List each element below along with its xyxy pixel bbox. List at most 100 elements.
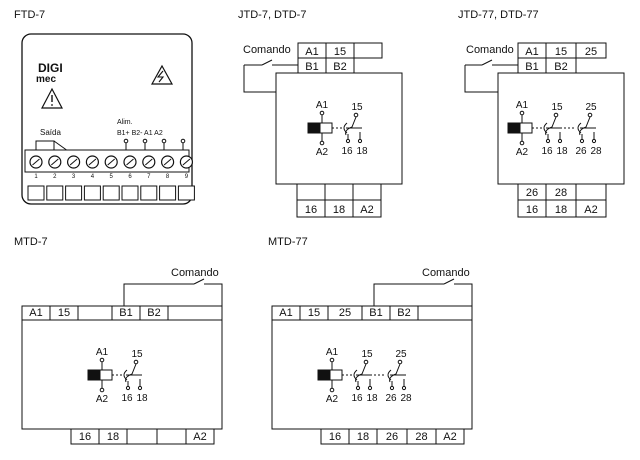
- contact-blade: [579, 116, 591, 136]
- title-mtd77: MTD-77: [268, 236, 308, 248]
- mtd7-top_row-cell: [77, 305, 113, 321]
- high-voltage-icon: [150, 64, 174, 85]
- ftd7-screw-slot: [182, 158, 191, 166]
- title-jtd77: JTD-77, DTD-77: [458, 9, 539, 21]
- mtd77-bottom_row-label: A2: [443, 431, 456, 443]
- ftd7-bottom-tab: [83, 185, 101, 201]
- contact-common-node: [353, 112, 359, 118]
- contact-nc-label: 26: [385, 393, 397, 404]
- coil-a2-node: [99, 387, 105, 393]
- coil-a2-label: A2: [316, 147, 329, 158]
- jtd7-comando-label: Comando: [243, 44, 291, 56]
- contact-nc-label: 16: [351, 393, 363, 404]
- jtd7-diagram: Comando A1 15 B1 B2: [243, 42, 403, 218]
- jtd77-top-a1: A1: [525, 46, 538, 58]
- contact-nc-node: [545, 138, 551, 144]
- contact-no-node: [401, 385, 407, 391]
- title-jtd7: JTD-7, DTD-7: [238, 9, 306, 21]
- jtd77-top-15: 15: [555, 46, 567, 58]
- coil-open-half: [329, 369, 343, 381]
- ftd7-bottom-tab: [102, 185, 120, 201]
- mtd77-bottom_row-label: 28: [415, 431, 427, 443]
- ftd7-screw-slot: [144, 158, 153, 166]
- coil-a1-label: A1: [326, 347, 339, 358]
- contact-common-node: [553, 112, 559, 118]
- ftd7-screw-slot: [50, 158, 59, 166]
- jtd7-bottom-18: 18: [333, 204, 345, 216]
- contact-common-label: 15: [551, 102, 563, 113]
- contact-nc-label: 16: [341, 146, 353, 157]
- coil-a1-label: A1: [516, 100, 529, 111]
- contact-no-label: 28: [400, 393, 412, 404]
- contact-common-node: [133, 359, 139, 365]
- jtd77-bottom-18: 18: [555, 204, 567, 216]
- coil-a1-node: [99, 357, 105, 363]
- mtd77-top_row-label: 25: [339, 307, 351, 319]
- mtd77-top_row-label: B1: [369, 307, 382, 319]
- ftd7-bottom-tab: [65, 185, 83, 201]
- coil-filled-half: [507, 122, 521, 134]
- contact-nc-label: 26: [575, 146, 587, 157]
- ftd7-terminal-number: 2: [53, 174, 57, 180]
- contact-arc: [543, 122, 548, 134]
- contact-nc-node: [355, 385, 361, 391]
- coil-a2-node: [319, 140, 325, 146]
- mtd7-top_row-label: 15: [58, 307, 70, 319]
- jtd77-bottom-terminals: 26 28 16 18 A2: [517, 183, 607, 218]
- ftd7-bottom-tab: [159, 185, 177, 201]
- jtd77-diagram: Comando A1 15 25 B1 B2 26: [464, 42, 625, 218]
- contact-common-node: [587, 112, 593, 118]
- contact-common-label: 25: [585, 102, 597, 113]
- coil-a2-label: A2: [96, 394, 109, 405]
- ftd7-screw-slot: [32, 158, 40, 166]
- mtd7-bottom_row-cell: [185, 428, 215, 445]
- coil-a1-node: [329, 357, 335, 363]
- mtd77-bottom_row-label: 26: [386, 431, 398, 443]
- ftd7-alim-label: Alim.: [117, 119, 133, 126]
- contact-blade: [545, 116, 557, 136]
- contact-common-label: 15: [131, 349, 143, 360]
- contact-blade: [125, 363, 137, 383]
- contact-no-label: 18: [356, 146, 368, 157]
- contact-no-node: [137, 385, 143, 391]
- ftd7-screw-slot: [69, 158, 78, 166]
- title-ftd7: FTD-7: [14, 9, 45, 21]
- mtd77-comando-label: Comando: [422, 267, 470, 279]
- mtd7-bottom_row-label: A2: [193, 431, 206, 443]
- ftd7-terminal-number: 8: [166, 174, 170, 180]
- contact-common-label: 15: [351, 102, 363, 113]
- coil-a1-label: A1: [316, 100, 329, 111]
- jtd77-top-b2: B2: [554, 61, 567, 73]
- ftd7-screw-slot: [107, 158, 116, 166]
- coil-a2-label: A2: [326, 394, 339, 405]
- ftd7-supply-labels: B1+ B2- A1 A2: [117, 130, 163, 137]
- ftd7-terminal-number: 3: [72, 174, 76, 180]
- ftd7-screw-slot: [126, 158, 134, 166]
- jtd77-top-b1: B1: [525, 61, 538, 73]
- contact-no-node: [357, 138, 363, 144]
- mtd7-comando-label: Comando: [171, 267, 219, 279]
- coil-a1-label: A1: [96, 347, 109, 358]
- contact-nc-node: [389, 385, 395, 391]
- contact-no-node: [367, 385, 373, 391]
- mtd7-top_row-cell: [167, 305, 223, 321]
- mtd7-top_row-label: A1: [29, 307, 42, 319]
- coil-open-half: [519, 122, 533, 134]
- jtd7-top-b2: B2: [333, 61, 346, 73]
- mtd7-top_row-label: B1: [119, 307, 132, 319]
- mtd7-bottom_row-cell: [126, 428, 158, 445]
- ftd7-bottom-tab: [177, 185, 195, 201]
- coil-a2-node: [519, 140, 525, 146]
- title-mtd7: MTD-7: [14, 236, 48, 248]
- mtd7-bottom_row-cell: [156, 428, 187, 445]
- contact-arc: [353, 369, 358, 381]
- contact-nc-node: [125, 385, 131, 391]
- contact-arc: [387, 369, 392, 381]
